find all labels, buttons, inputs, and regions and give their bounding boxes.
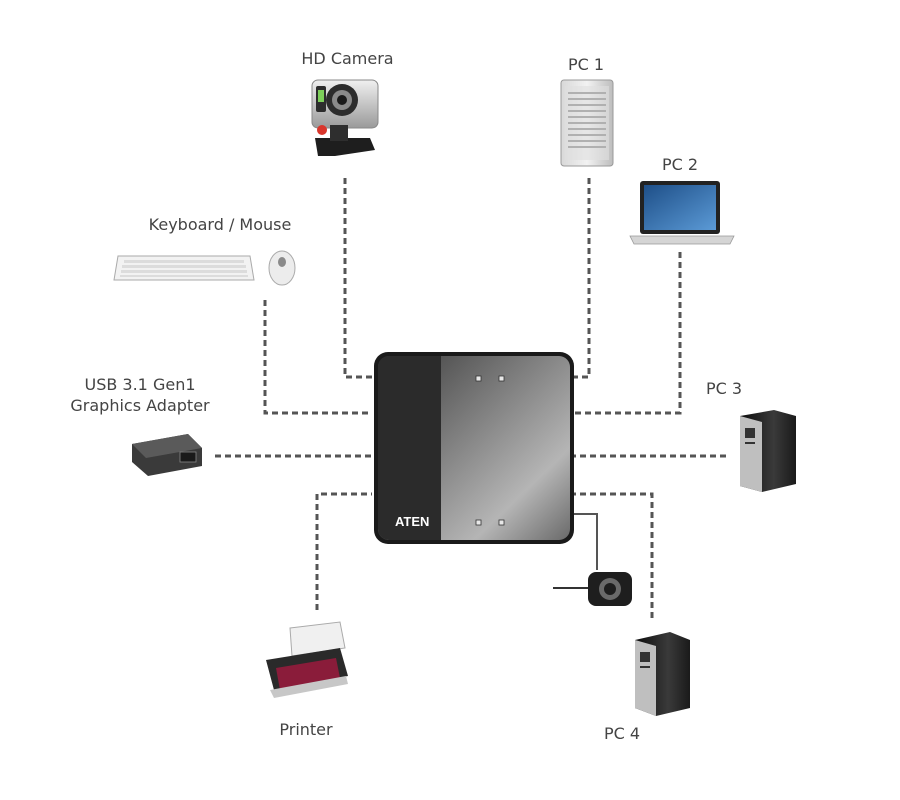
label-keyboard-mouse: Keyboard / Mouse (148, 215, 292, 234)
line-pc4 (570, 492, 654, 620)
label-pc3: PC 3 (705, 379, 743, 398)
label-pc1: PC 1 (567, 55, 605, 74)
line-keyboard-mouse (263, 300, 372, 415)
printer-icon (266, 621, 348, 698)
line-pc2 (570, 252, 682, 415)
pc2-icon (629, 181, 735, 245)
hd-camera-icon (311, 79, 379, 156)
hub-port-leds (475, 375, 505, 526)
label-pc4: PC 4 (603, 724, 641, 743)
pc4-icon (635, 632, 690, 716)
line-printer (315, 492, 372, 610)
line-hd-camera (343, 178, 372, 379)
aten-hub: ATEN (374, 352, 574, 544)
graphics-adapter-icon (132, 434, 202, 476)
keyboard-icon (113, 255, 255, 281)
connections (215, 178, 728, 620)
line-pc1 (570, 178, 591, 379)
pc3-icon (740, 410, 796, 492)
label-hd-camera: HD Camera (301, 49, 394, 68)
label-graphics-adapter: USB 3.1 Gen1 Graphics Adapter (70, 375, 210, 415)
remote-button-icon (553, 572, 632, 606)
label-printer: Printer (279, 720, 333, 739)
pc1-icon (560, 79, 614, 167)
label-pc2: PC 2 (661, 155, 699, 174)
mouse-icon (268, 250, 296, 286)
hub-brand-logo: ATEN (395, 514, 429, 529)
